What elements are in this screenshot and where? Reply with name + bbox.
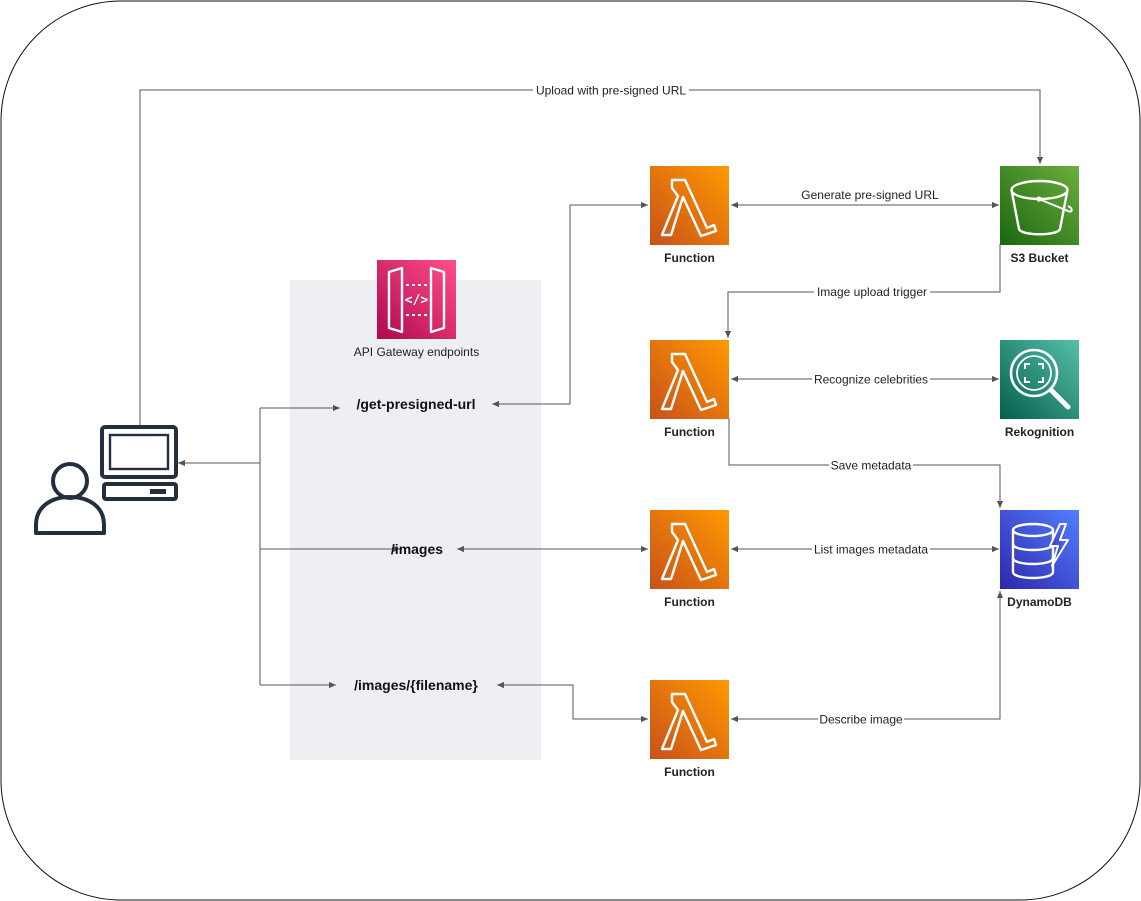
edge-label-generate-presigned: Generate pre-signed URL	[801, 188, 939, 202]
svg-text:Save metadata: Save metadata	[831, 459, 912, 473]
svg-text:Image upload trigger: Image upload trigger	[817, 285, 927, 299]
function-process-upload-label: Function	[664, 425, 715, 439]
s3-bucket-icon	[1000, 166, 1079, 245]
function-list-images-label: Function	[664, 595, 715, 609]
edge-label-recognize: Recognize celebrities	[812, 372, 930, 387]
lambda-icon	[650, 340, 729, 419]
api-gateway-label: API Gateway endpoints	[354, 345, 479, 359]
svg-text:</>: </>	[405, 293, 429, 308]
computer-icon[interactable]	[100, 425, 178, 501]
lambda-icon	[650, 166, 729, 245]
function-generate-url-label: Function	[664, 251, 715, 265]
svg-text:List images metadata: List images metadata	[814, 543, 928, 557]
lambda-icon	[650, 680, 729, 759]
edge-label-upload-presigned: Upload with pre-signed URL	[533, 83, 689, 98]
svg-text:Describe image: Describe image	[819, 713, 903, 727]
edge-label-list-metadata: List images metadata	[812, 542, 930, 557]
user-icon	[34, 462, 106, 535]
edge-label-upload-trigger: Image upload trigger	[814, 285, 930, 299]
lambda-icon	[650, 510, 729, 589]
s3-bucket-label: S3 Bucket	[1010, 251, 1068, 265]
api-gateway-icon: </>	[377, 260, 456, 339]
svg-text:Generate pre-signed URL: Generate pre-signed URL	[801, 188, 939, 202]
edge-label-save-metadata: Save metadata	[829, 458, 913, 473]
svg-text:Recognize celebrities: Recognize celebrities	[814, 373, 928, 387]
endpoint-image-filename[interactable]: /images/{filename}	[354, 677, 478, 693]
edge-presigned-function	[492, 201, 648, 408]
dynamodb-label: DynamoDB	[1007, 595, 1072, 609]
edge-label-describe: Describe image	[818, 712, 904, 727]
rekognition-label: Rekognition	[1005, 425, 1074, 439]
endpoint-images[interactable]: /images	[391, 541, 443, 557]
endpoint-get-presigned-url[interactable]: /get-presigned-url	[356, 396, 475, 412]
dynamodb-icon	[1000, 510, 1079, 589]
edge-filename-function	[497, 681, 648, 723]
rekognition-icon	[1000, 340, 1079, 419]
svg-text:Upload with pre-signed URL: Upload with pre-signed URL	[536, 84, 686, 98]
function-describe-image-label: Function	[664, 765, 715, 779]
